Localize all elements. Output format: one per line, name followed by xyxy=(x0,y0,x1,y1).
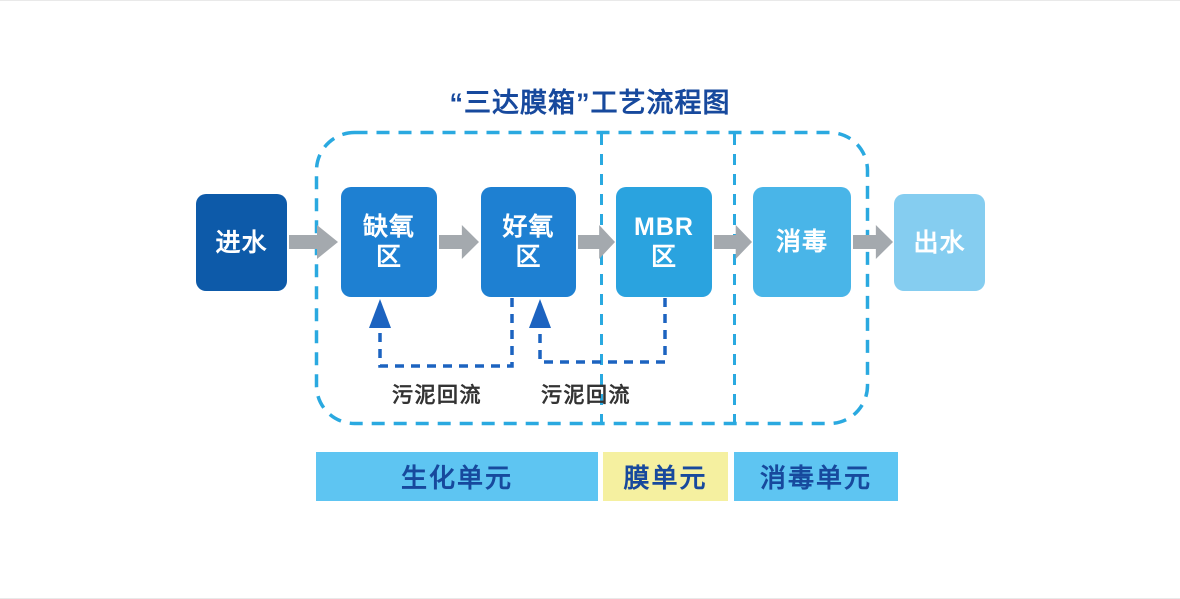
flow-arrow-mbr-to-disinfection xyxy=(714,225,752,259)
node-inlet-label: 进水 xyxy=(215,228,268,257)
sludge-return-path-1 xyxy=(378,298,514,368)
unit-bar-membrane-label: 膜单元 xyxy=(623,463,708,493)
flow-arrow-shape xyxy=(714,225,752,259)
flow-arrow-shape xyxy=(439,225,479,259)
node-aerobic-zone: 好氧 区 xyxy=(481,187,576,297)
flow-arrow-aerobic-to-mbr xyxy=(578,225,615,259)
sludge-return-path-2 xyxy=(538,298,667,364)
node-aerobic-zone-label-line2: 区 xyxy=(515,243,542,271)
node-disinfection: 消毒 xyxy=(753,187,851,297)
flow-arrow-disinfection-to-outlet xyxy=(853,225,893,259)
node-mbr-zone-label-line1: MBR xyxy=(634,213,694,241)
unit-bar-biochemical: 生化单元 xyxy=(316,452,598,501)
flow-arrow-anoxic-to-aerobic xyxy=(439,225,479,259)
diagram-title: “三达膜箱”工艺流程图 xyxy=(449,88,731,118)
flow-arrow-shape xyxy=(578,225,615,259)
node-anoxic-zone: 缺氧 区 xyxy=(341,187,437,297)
sludge-return-up-arrow-icon-1 xyxy=(369,299,391,328)
node-mbr-zone: MBR 区 xyxy=(616,187,712,297)
node-disinfection-label: 消毒 xyxy=(775,228,828,256)
sludge-return-label-2: 污泥回流 xyxy=(541,384,631,407)
sludge-return-up-arrow-icon-2 xyxy=(529,299,551,328)
node-aerobic-zone-label-line1: 好氧 xyxy=(502,213,555,241)
flow-arrow-shape xyxy=(289,225,338,259)
flow-arrow-inlet-to-anoxic xyxy=(289,225,338,259)
node-anoxic-zone-label-line1: 缺氧 xyxy=(362,213,415,241)
unit-bar-membrane: 膜单元 xyxy=(603,452,728,501)
unit-bar-disinfection: 消毒单元 xyxy=(734,452,898,501)
node-outlet-label: 出水 xyxy=(913,228,966,257)
flow-arrow-shape xyxy=(853,225,893,259)
sludge-return-label-1: 污泥回流 xyxy=(392,384,482,407)
unit-bar-biochemical-label: 生化单元 xyxy=(400,463,513,493)
unit-bar-disinfection-label: 消毒单元 xyxy=(759,463,872,493)
node-inlet: 进水 xyxy=(196,194,287,291)
node-outlet: 出水 xyxy=(894,194,985,291)
node-anoxic-zone-label-line2: 区 xyxy=(375,243,402,271)
node-mbr-zone-label-line2: 区 xyxy=(650,243,677,271)
